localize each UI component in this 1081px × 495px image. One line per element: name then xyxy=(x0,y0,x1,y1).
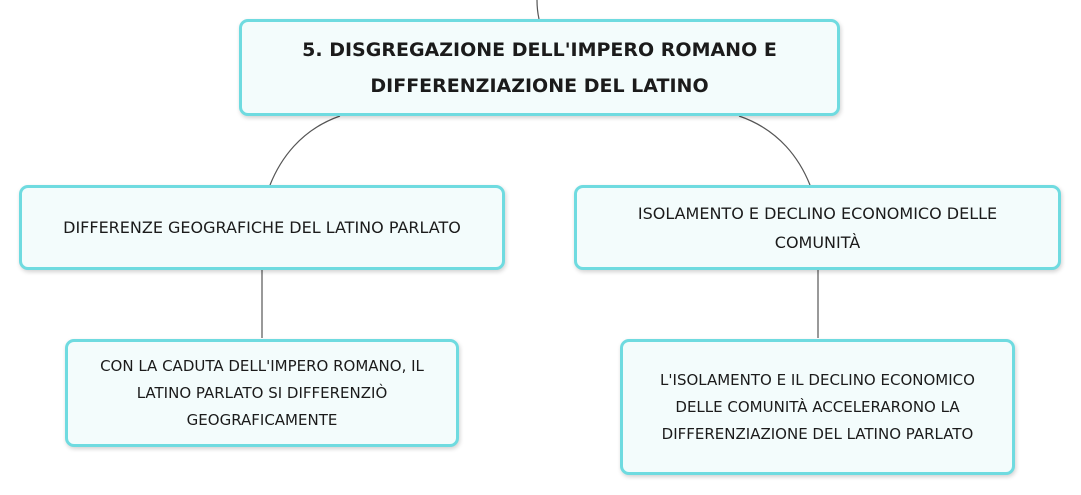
connector-root-to-geo xyxy=(269,115,341,186)
node-isolamento-declino-label: ISOLAMENTO E DECLINO ECONOMICO DELLE COM… xyxy=(637,203,998,252)
node-declino-comunita[interactable]: L'ISOLAMENTO E IL DECLINO ECONOMICO DELL… xyxy=(620,339,1015,475)
node-caduta-impero[interactable]: CON LA CADUTA DELL'IMPERO ROMANO, IL LAT… xyxy=(65,339,459,447)
node-differenze-geografiche[interactable]: DIFFERENZE GEOGRAFICHE DEL LATINO PARLAT… xyxy=(19,185,505,270)
root-node[interactable]: 5. DISGREGAZIONE DELL'IMPERO ROMANO E DI… xyxy=(239,19,840,116)
connector-parent-to-root xyxy=(536,0,540,20)
connector-root-to-iso xyxy=(738,115,811,186)
root-node-label: 5. DISGREGAZIONE DELL'IMPERO ROMANO E DI… xyxy=(302,38,777,97)
node-differenze-geografiche-label: DIFFERENZE GEOGRAFICHE DEL LATINO PARLAT… xyxy=(63,218,461,237)
node-declino-comunita-label: L'ISOLAMENTO E IL DECLINO ECONOMICO DELL… xyxy=(660,370,975,443)
node-caduta-impero-label: CON LA CADUTA DELL'IMPERO ROMANO, IL LAT… xyxy=(100,356,424,429)
node-isolamento-declino[interactable]: ISOLAMENTO E DECLINO ECONOMICO DELLE COM… xyxy=(574,185,1061,270)
